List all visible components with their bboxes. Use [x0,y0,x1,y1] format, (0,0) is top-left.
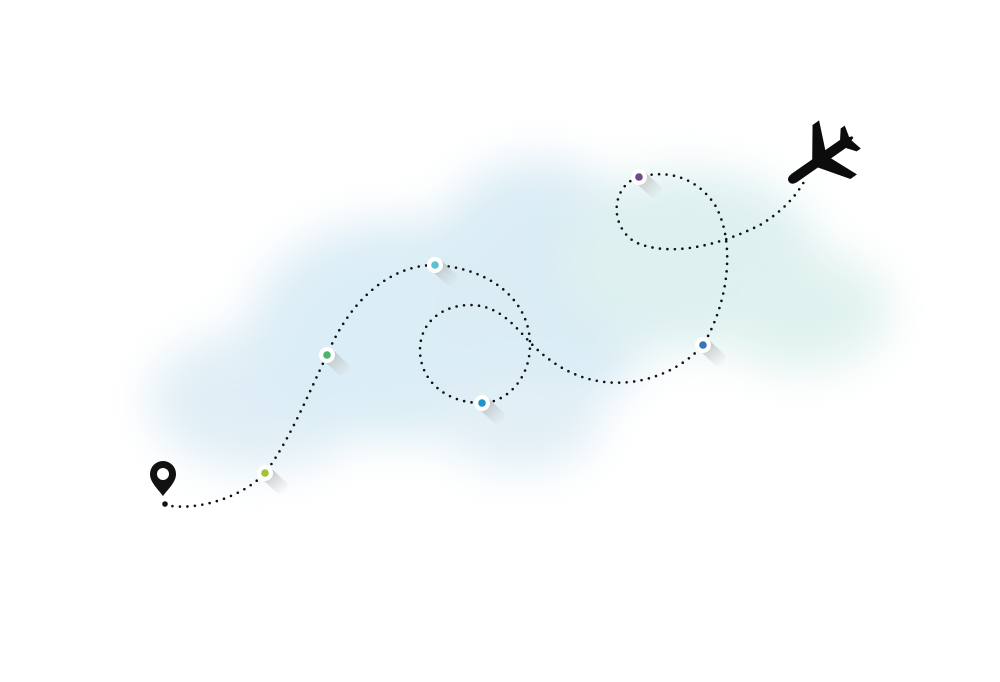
route-stop-marker [319,347,350,376]
marker-dot [635,173,643,181]
marker-dot [478,399,486,407]
marker-dot [323,351,331,359]
marker-dot [261,469,269,477]
watercolor-background [150,160,890,470]
marker-dot [431,261,439,269]
route-stop-marker [427,257,458,286]
route-stop-marker [695,337,726,366]
marker-dot [699,341,707,349]
route-stop-marker [257,465,288,494]
airplane-icon [788,120,861,184]
route-stop-marker [474,395,505,424]
map-pin-icon [150,461,176,507]
route-stop-marker [631,169,662,198]
